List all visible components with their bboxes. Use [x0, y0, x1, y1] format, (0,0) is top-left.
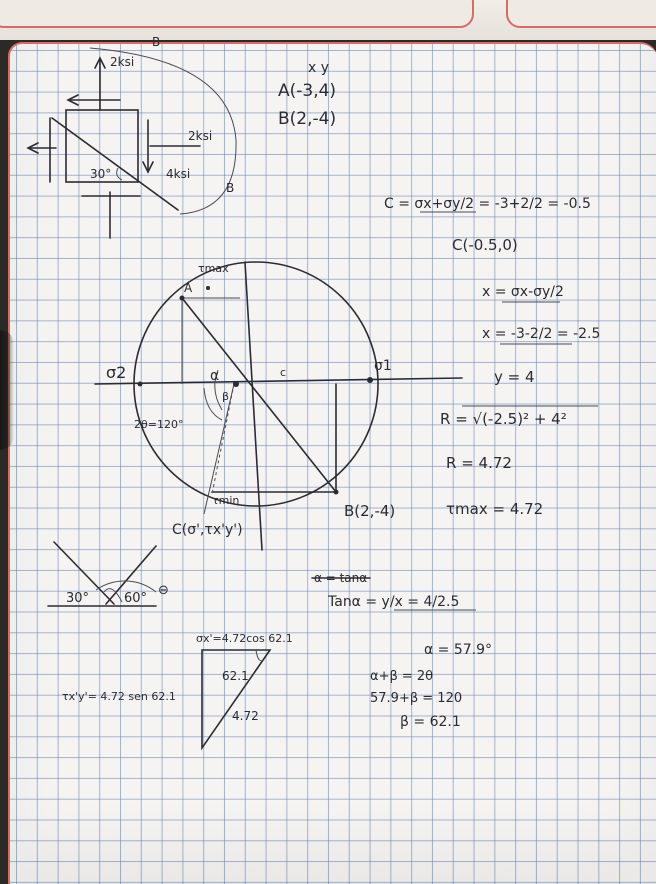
alpha-label: α	[210, 368, 219, 384]
given-points: x y A(-3,4) B(2,-4)	[278, 60, 336, 129]
sigma-1-label: σ1	[374, 358, 392, 374]
center-label: c	[280, 366, 286, 379]
x-value: x = -3-2/2 = -2.5	[482, 326, 600, 342]
triangle-hyp-label: 4.72	[232, 709, 259, 723]
mohr-point-c: C(σ',τx'y')	[172, 522, 243, 538]
triangle-angle-label: 62.1	[222, 669, 249, 683]
r-value: R = 4.72	[446, 454, 512, 472]
angle-sum-formula: α+β = 2θ	[370, 669, 433, 684]
angle-60-label: 60°	[124, 591, 147, 606]
ksi-right-label: 2ksi	[188, 129, 212, 143]
finger-shadow	[0, 330, 14, 450]
c-point: C(-0.5,0)	[452, 236, 518, 254]
mohr-point-a: A	[184, 281, 193, 295]
r-formula: R = √(-2.5)² + 4²	[440, 410, 567, 428]
negative-marker: ⊖	[158, 583, 169, 598]
diameter-ab	[181, 297, 337, 493]
mohr-point-b: B(2,-4)	[344, 502, 395, 520]
sigma-axis	[94, 377, 463, 385]
beta-value: β = 62.1	[400, 714, 461, 730]
plane-label-right: B	[226, 181, 234, 195]
tau-max-label: τmax	[198, 262, 229, 275]
tau-axis	[244, 261, 263, 551]
tan-formula: Tanα = y/x = 4/2.5	[327, 594, 459, 610]
ksi-bottom-label: 4ksi	[166, 167, 190, 181]
sigma-component-label: σx'=4.72cos 62.1	[196, 632, 293, 645]
mohr-circle	[133, 261, 379, 507]
angle-sum-value: 57.9+β = 120	[370, 691, 462, 706]
ksi-top-label: 2ksi	[110, 55, 134, 69]
two-theta-label: 2θ=120°	[134, 418, 183, 431]
beta-label: β	[222, 390, 229, 403]
previous-page-tab	[0, 0, 474, 28]
point-b-coords: B(2,-4)	[278, 109, 336, 129]
calculations: C = σx+σy/2 = -3+2/2 = -0.5 C(-0.5,0) x …	[311, 196, 600, 730]
graph-paper-sheet	[8, 42, 656, 884]
plane-label-top: B	[152, 35, 160, 49]
point-a-coords: A(-3,4)	[278, 81, 336, 101]
previous-page-tab-right	[506, 0, 656, 28]
element-angle-label: 30°	[90, 167, 111, 181]
x-formula: x = σx-σy/2	[482, 284, 564, 300]
c-formula: C = σx+σy/2 = -3+2/2 = -0.5	[384, 196, 591, 212]
sigma-2-label: σ2	[106, 363, 126, 382]
mohr-circle-diagram: τmax A σ2 σ1 2θ=120° α β c τmin B(2,-4) …	[94, 261, 463, 551]
xy-header: x y	[308, 60, 329, 76]
angle-30-label: 30°	[66, 591, 89, 606]
component-triangle: σx'=4.72cos 62.1 62.1 4.72 τx'y'= 4.72 s…	[62, 632, 293, 751]
angle-sketch: 30° 60° ⊖	[47, 541, 169, 607]
tau-component-label: τx'y'= 4.72 sen 62.1	[62, 690, 176, 703]
tau-min-label: τmin	[212, 494, 239, 507]
alpha-value: α = 57.9°	[424, 642, 492, 658]
tau-max-value: τmax = 4.72	[446, 500, 543, 518]
top-page-edge	[0, 0, 656, 40]
y-value: y = 4	[494, 368, 535, 386]
stress-element-sketch: 2ksi 2ksi 4ksi 30° B B	[26, 35, 237, 239]
